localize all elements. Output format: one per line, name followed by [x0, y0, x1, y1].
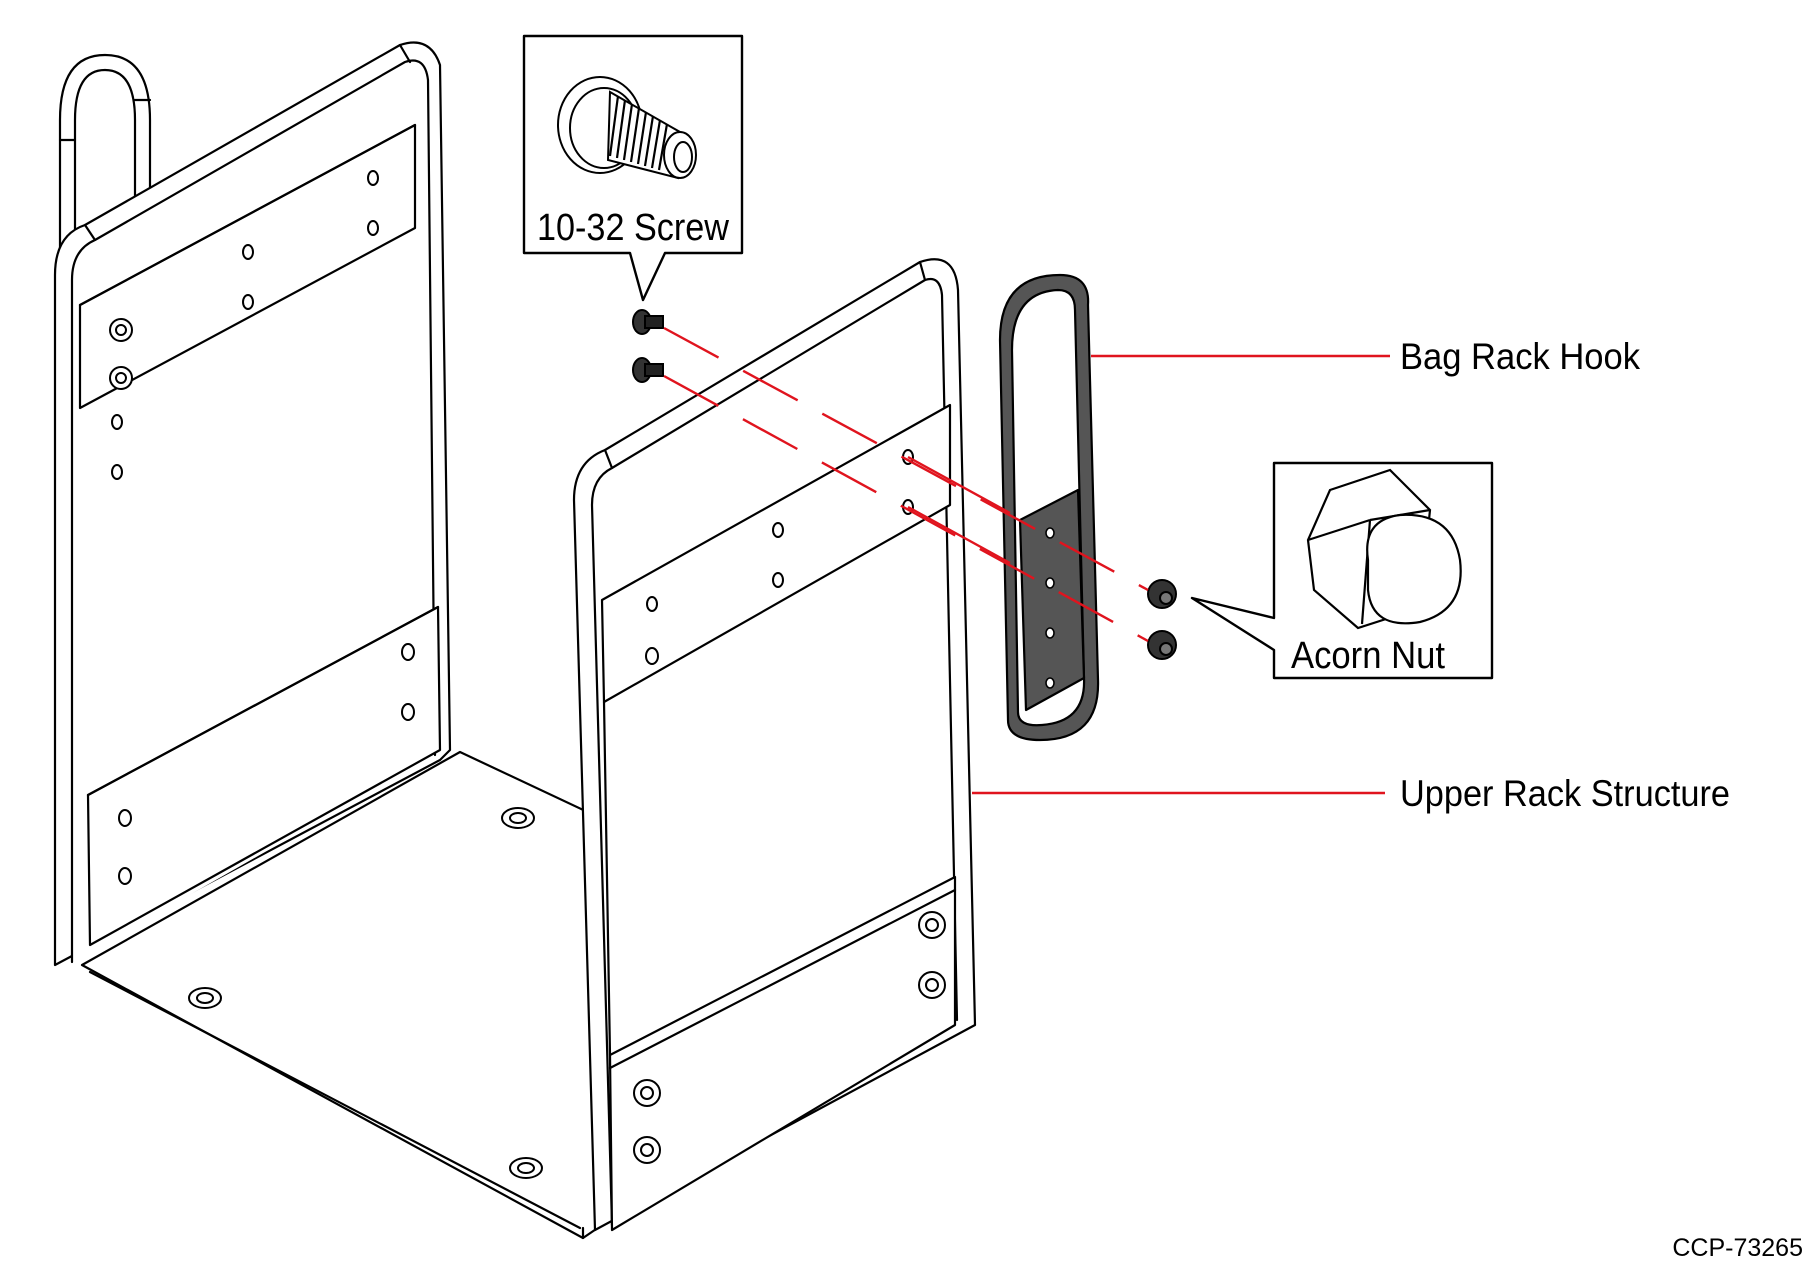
alignment-lines-back	[907, 455, 1011, 565]
acorn-nut-2	[1147, 630, 1177, 660]
screw-callout: 10-32 Screw	[522, 34, 744, 302]
hook-holes	[1045, 527, 1055, 689]
acorn-nut-1	[1147, 579, 1177, 609]
leader-lines	[972, 354, 1390, 795]
alignment-lines	[663, 326, 1149, 643]
mounting-holes	[111, 170, 914, 1179]
screw-1	[632, 309, 664, 335]
acorn-nut-label: Acorn Nut	[1291, 635, 1445, 677]
upper-rack-structure-label: Upper Rack Structure	[1400, 773, 1730, 814]
screw-2	[632, 357, 664, 383]
loose-screws	[632, 309, 664, 383]
loose-acorn-nuts	[1147, 579, 1177, 660]
front-side-panel	[572, 258, 977, 1232]
screw-label: 10-32 Screw	[537, 207, 729, 249]
left-side-panel	[53, 41, 452, 967]
acorn-nut-callout: Acorn Nut	[1190, 461, 1494, 680]
upper-rack-structure	[53, 41, 977, 1240]
bag-rack-hook	[998, 273, 1100, 742]
acorn-nut-detail-icon	[1306, 468, 1462, 630]
bag-rack-hook-label: Bag Rack Hook	[1400, 336, 1640, 377]
figure-reference-id: CCP-73265	[1672, 1234, 1803, 1262]
screw-detail-icon	[557, 76, 697, 180]
installed-acorn-nuts	[109, 318, 946, 1164]
